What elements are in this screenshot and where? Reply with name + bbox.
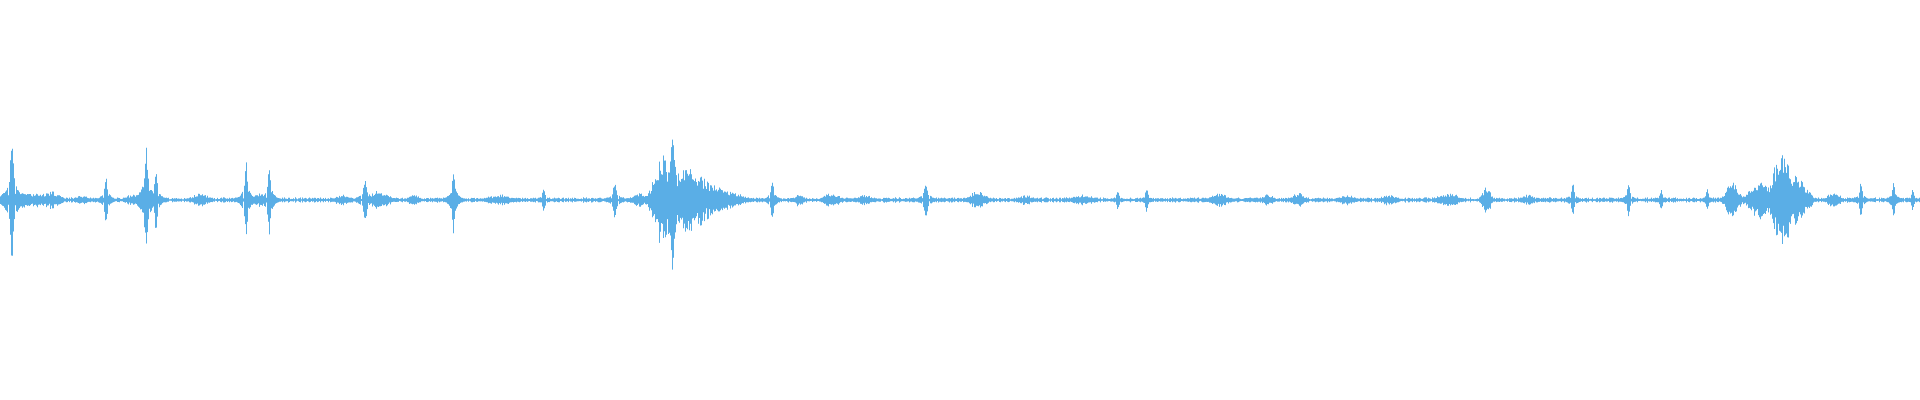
waveform-trace — [0, 139, 1920, 270]
